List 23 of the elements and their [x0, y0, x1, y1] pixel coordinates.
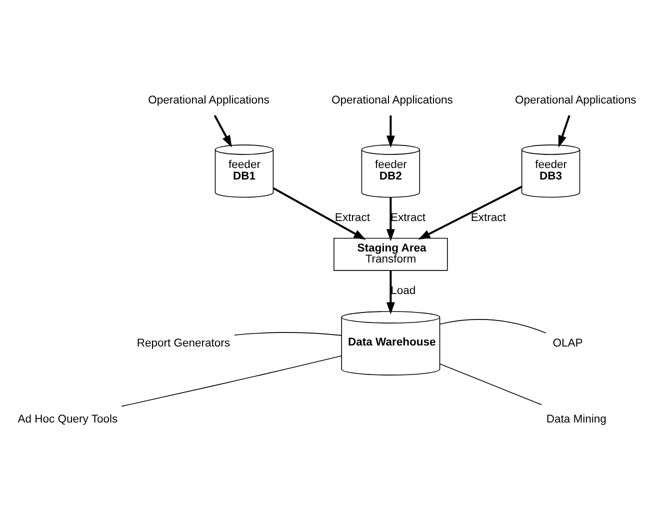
node-text: Report Generators [136, 336, 230, 349]
arrow [386, 114, 395, 148]
connector [234, 332, 342, 336]
arrow [558, 114, 570, 148]
arrow [386, 196, 395, 241]
edge-label: Extract [470, 211, 506, 224]
connector [439, 318, 546, 333]
node-text: OLAP [552, 336, 583, 349]
node-text: Data Mining [546, 412, 606, 425]
node-text: Operational Applications [332, 94, 453, 106]
arrow [214, 114, 232, 147]
node-text: Operational Applications [514, 94, 636, 106]
arrow [273, 186, 366, 240]
arrow [386, 270, 395, 314]
connector [121, 355, 342, 406]
arrow [418, 185, 522, 240]
node-box: Staging Area Transform [334, 237, 448, 270]
connector [439, 362, 542, 405]
node-text: Operational Applications [148, 94, 270, 106]
node-text: Ad Hoc Query Tools [18, 412, 118, 425]
edge-label: Load [390, 284, 416, 296]
edge-label: Extract [390, 211, 426, 224]
edge-label: Extract [334, 211, 370, 224]
